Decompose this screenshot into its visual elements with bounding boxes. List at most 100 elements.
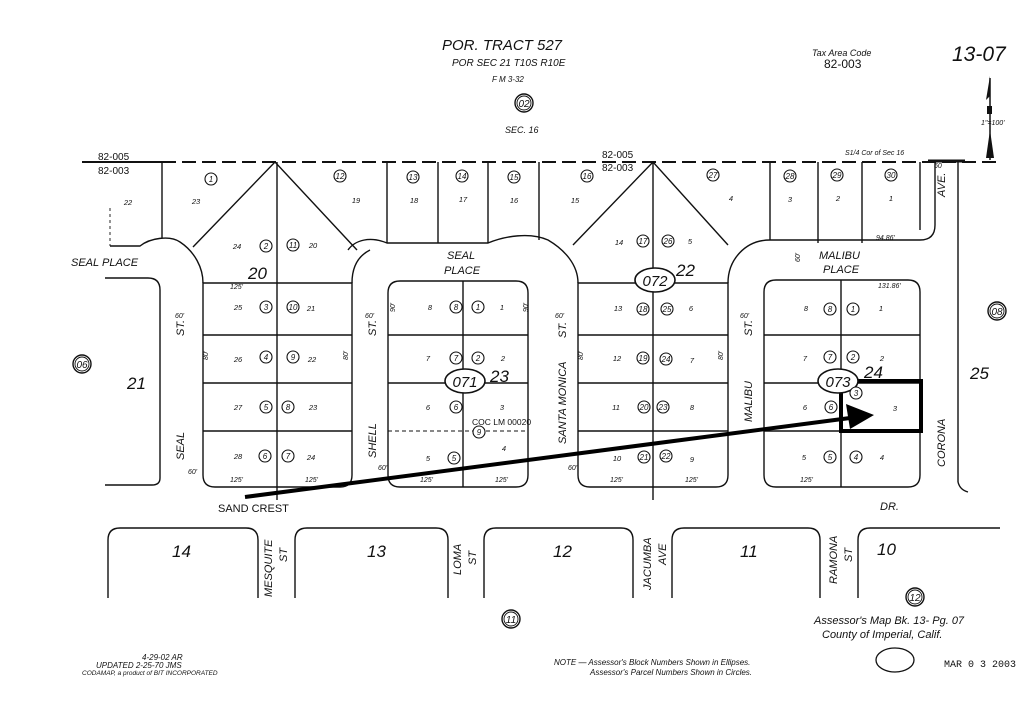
parcel-circle: 22 [659,449,673,463]
parcel-circle-outline [659,352,673,366]
dimension-label: 60' [555,313,565,320]
parcel-number: 26 [663,237,673,246]
parcel-circle: 7 [449,351,463,365]
parcel-circle-outline [823,450,837,464]
parcel-circle-outline [660,302,674,316]
dimension-label: 125' [685,477,699,484]
lot-number: 26 [233,355,243,364]
street-seal-place: PLACE [444,265,481,277]
parcel-circle-outline [281,449,295,463]
lot-number: 3 [893,404,898,413]
coc-note: COC LM 00020 [472,417,531,427]
parcel-circle: 24 [659,352,673,366]
parcel-number: 5 [828,453,833,462]
parcel-circle-outline [846,302,860,316]
parcel-circle: 19 [636,351,650,365]
parcel-circle: 29 [830,168,844,182]
street-ramona: ST [843,547,855,562]
lot-number: 15 [571,196,580,205]
parcel-circle: 7 [823,350,837,364]
parcel-circle-outline [259,350,273,364]
bottom-blocks [107,527,1000,598]
county-label: County of Imperial, Calif. [822,629,942,641]
lot-number: 16 [510,196,519,205]
parcel-number: 27 [708,171,718,180]
parcel-circle: 9 [286,350,300,364]
pointer-arrow-icon [244,404,874,499]
parcel-number: 17 [639,237,648,246]
street-jacumba: JACUMBA [642,537,654,591]
lot-number: 1 [879,304,883,313]
parcel-circle: 6 [449,400,463,414]
street-shell-st: SHELL [367,423,379,458]
lot-number: 4 [729,194,733,203]
dimension-label: 125' [305,477,319,484]
lot-number: 12 [613,354,622,363]
lot-block-number: 12 [553,542,572,561]
parcel-circle-outline [636,302,650,316]
dimension-label: 60' [175,313,185,320]
parcel-circle-outline [636,234,650,248]
parcel-circle: 5 [259,400,273,414]
street-mesquite: ST [278,547,290,562]
street-corona-ave: AVE. [936,173,948,198]
parcel-circle-outline [849,450,863,464]
parcel-number: 9 [477,428,482,437]
parcel-number: 7 [454,354,459,363]
parcel-number: 11 [289,241,297,250]
outer-parcel-circle-08: 08 [987,301,1007,321]
parcel-circle: 5 [823,450,837,464]
tax-area-label: Tax Area Code [812,48,871,58]
lot-block-number: 24 [863,363,883,382]
parcel-circle-outline [406,170,420,184]
street-seal-place: SEAL [447,250,475,262]
lot-number: 18 [410,196,419,205]
parcel-number: 9 [291,353,296,362]
parcel-circle: 6 [258,449,272,463]
parcel-circle: 9 [472,425,486,439]
street-malibu-st: MALIBU [743,381,755,422]
street-ramona: RAMONA [828,536,840,584]
street-seal-st: SEAL [175,432,187,460]
parcel-circle: 18 [636,302,650,316]
parcel-circle: 13 [406,170,420,184]
parcel-circle-outline [884,168,898,182]
parcel-circle-outline [823,302,837,316]
lot-number: 2 [500,354,506,363]
parcel-number: 21 [639,453,649,462]
lot-number: 25 [233,303,243,312]
parcel-circle: 1 [471,300,485,314]
street-jacumba: AVE [657,543,669,566]
parcel-number: 28 [785,172,795,181]
parcel-circle-outline [455,169,469,183]
parcel-circle-outline [259,400,273,414]
lot-number: 9 [690,455,695,464]
parcel-number: 7 [828,353,833,362]
lot-number: 5 [802,453,807,462]
parcel-circle-outline [281,400,295,414]
outer-parcel-circle-11: 11 [501,609,521,629]
lot-number: 7 [803,354,808,363]
parcel-circle-outline [637,450,651,464]
parcel-number: 1 [209,175,213,184]
lot-number: 8 [428,303,433,312]
street-malibu-place: MALIBU [819,250,860,262]
revision-date: 4-29-02 AR [142,653,183,662]
dimension-label: 90' [523,302,530,312]
book-circle-label: 02 [518,99,530,110]
parcel-circle-outline [783,169,797,183]
parcel-number: 8 [454,303,459,312]
parcel-number: 6 [829,403,834,412]
parcel-number: 5 [264,403,269,412]
circle-label: 11 [506,615,516,626]
lot-number: 2 [879,354,885,363]
lot-number: 4 [880,453,884,462]
lot-number: 17 [459,195,468,204]
dimension-label: 94.86' [876,235,896,242]
street-sand-crest: SAND CREST [218,503,289,515]
parcel-circle: 30 [884,168,898,182]
street-corona-ave: CORONA [936,419,948,467]
parcel-circle: 1 [204,172,218,186]
lot-block-number: 22 [675,261,695,280]
